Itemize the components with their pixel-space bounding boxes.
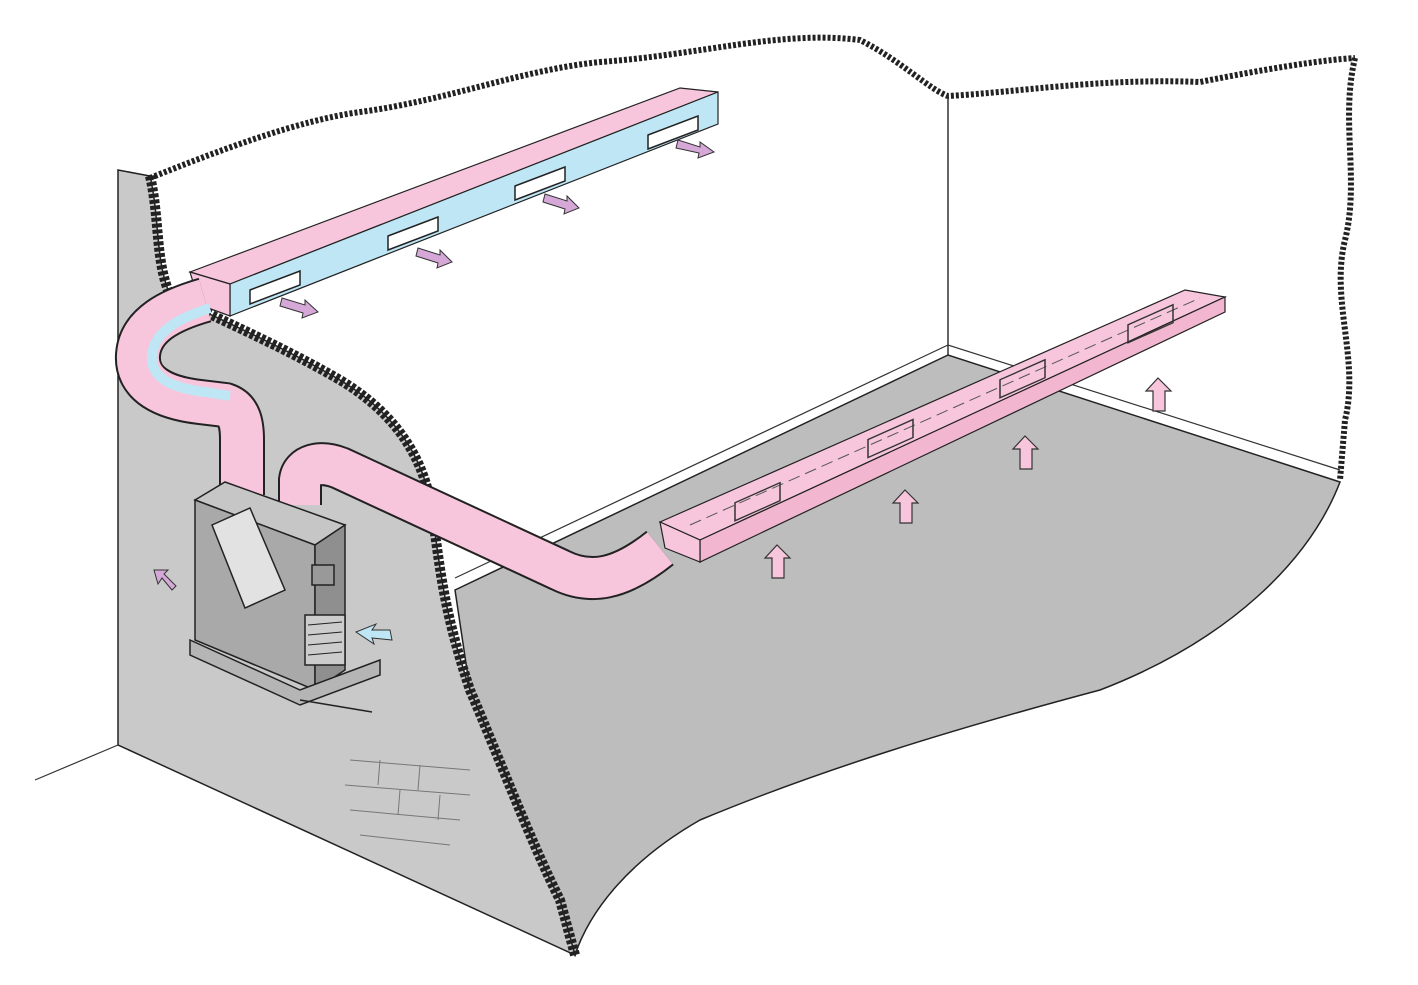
floor-grille (867, 418, 914, 459)
floor-grille (1127, 303, 1174, 344)
arrow-icon (1144, 377, 1173, 412)
supply-grille (514, 165, 566, 202)
brick-patch (344, 759, 471, 846)
floor-grilles (734, 303, 1174, 522)
supply-grilles (249, 114, 699, 306)
return-air-arrows (153, 569, 393, 646)
arrow-icon (354, 622, 393, 646)
louver-lines (307, 621, 343, 656)
right-wall-edge (1337, 57, 1358, 481)
floor-duct-centerline (689, 297, 1201, 526)
heater-panel (211, 507, 286, 610)
floor-grille (734, 481, 781, 522)
supply-pipe-fill (117, 279, 263, 495)
arrow-icon (542, 193, 580, 215)
floor-up-arrows (763, 377, 1173, 579)
arrow-icon (279, 297, 319, 319)
arrow-icon (891, 489, 920, 524)
arrow-icon (153, 569, 177, 591)
arrow-icon (1011, 435, 1040, 470)
supply-grille (387, 215, 439, 252)
supply-grille (249, 269, 301, 306)
arrow-icon (675, 139, 716, 159)
supply-arrows (279, 139, 716, 319)
ceiling-edge (148, 34, 1356, 181)
floor-pipe-fill (280, 444, 673, 599)
supply-pipe-stripe (146, 303, 231, 401)
floor-duct-end (659, 520, 701, 563)
floor-line-left (34, 744, 119, 781)
supply-grille (647, 114, 699, 151)
heater-control-box (311, 564, 335, 586)
heater-base (189, 638, 381, 706)
arrow-icon (763, 544, 792, 579)
floor-grille (999, 358, 1046, 399)
ceiling-duct-top (188, 87, 719, 285)
heater-unit (189, 481, 381, 713)
drain-pipe (299, 699, 373, 713)
arrow-icon (415, 247, 453, 269)
baseboard (454, 344, 1341, 579)
